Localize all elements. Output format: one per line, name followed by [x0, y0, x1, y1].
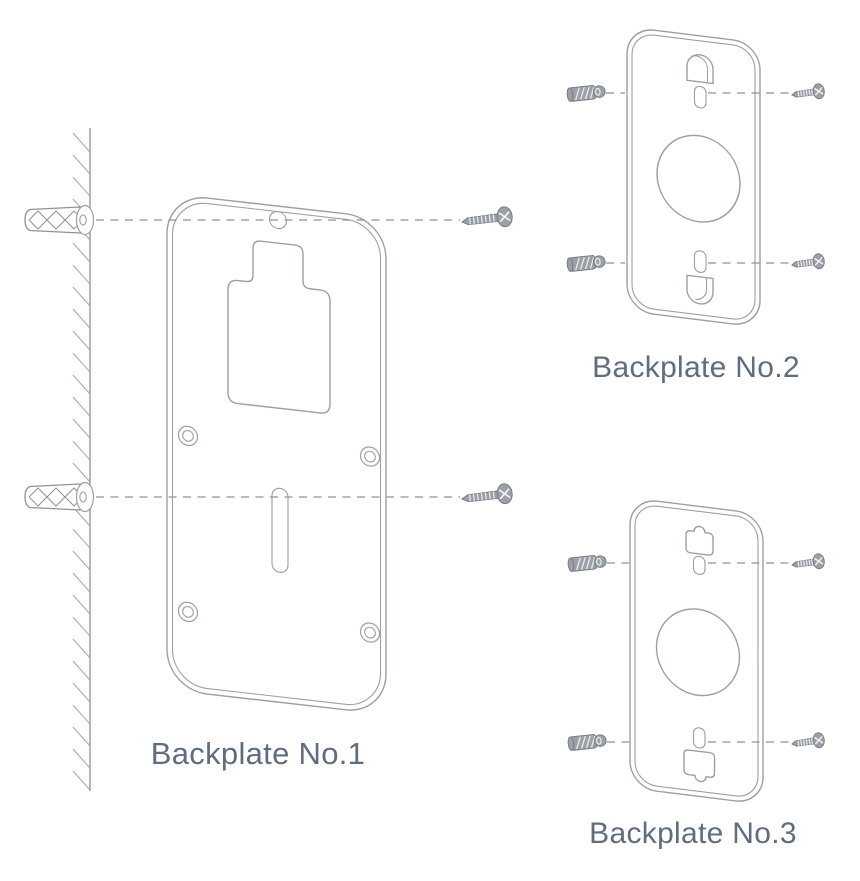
mounting-screw-large: [459, 205, 515, 233]
guide-line-dashed: [96, 92, 789, 743]
wall-anchor: [24, 481, 95, 513]
backplate-3-bottom-slot: [692, 727, 706, 749]
backplate-3-label: Backplate No.3: [589, 817, 797, 850]
mounting-screw-large: [459, 482, 515, 510]
mounting-screw-right: [790, 552, 826, 574]
backplate-1-outline: [166, 197, 387, 711]
mounting-screw-right: [790, 252, 826, 274]
backplate-1-keyhole-cutout: [227, 240, 331, 414]
backplate-2-top-arch-depth: [694, 55, 709, 82]
backplate-3-outline: [629, 500, 764, 802]
mounting-screw-right: [790, 82, 826, 104]
backplate-1-top-screw-hole: [268, 211, 288, 230]
mounting-screw-right: [790, 731, 826, 753]
backplate-3-inner-edge: [634, 505, 759, 797]
backplate-2-inner-edge: [631, 34, 756, 320]
backplate-2-label: Backplate No.2: [592, 351, 800, 384]
wall-anchor: [24, 204, 95, 236]
backplate-2-bottom-arch-depth: [695, 278, 708, 300]
backplate-2-top-slot: [693, 85, 707, 109]
mounting-screw-left: [566, 553, 608, 573]
backplate-1: [166, 197, 387, 711]
backplate-1-label: Backplate No.1: [151, 736, 365, 771]
backplate-2-center-hole: [656, 134, 741, 223]
backplate-3: [629, 500, 764, 802]
mounting-screw-left: [565, 253, 607, 273]
backplate-2-top-arch-cutout: [686, 54, 714, 85]
backplate-2-outline: [626, 29, 761, 325]
backplate-1-slot: [271, 487, 289, 573]
backplate-3-bottom-tab-cutout: [683, 749, 716, 783]
backplate-2-bottom-arch-cutout: [686, 274, 714, 305]
backplate-2: [626, 29, 761, 325]
backplate-2-bottom-slot: [693, 250, 707, 274]
backplate-3-center-hole: [655, 608, 741, 697]
mounting-screw-left: [566, 732, 608, 752]
backplate-3-top-tab-cutout: [685, 525, 714, 556]
backplate-3-top-slot: [692, 555, 706, 576]
mounting-screw-left: [565, 83, 607, 103]
